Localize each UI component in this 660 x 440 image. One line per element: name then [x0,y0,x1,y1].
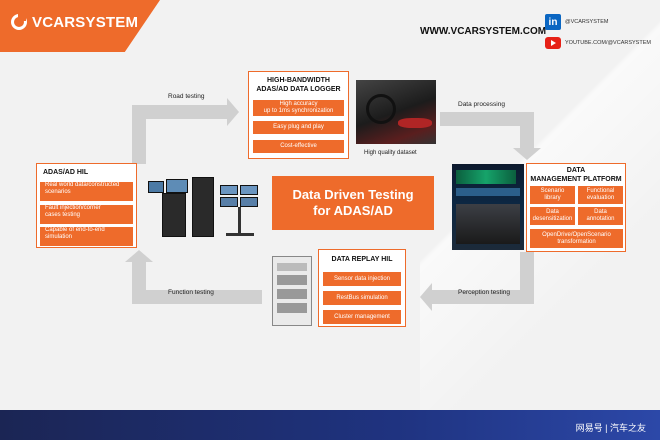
dmp-item-annotation: Data annotation [578,207,623,225]
dmp-box: DATA MANAGEMENT PLATFORM Scenario librar… [526,163,626,252]
data-logger-box: HIGH-BANDWIDTH ADAS/AD DATA LOGGER High … [248,71,349,159]
footer-watermark: 网易号 | 汽车之友 [575,423,646,433]
arrow-function-horizontal [132,290,262,304]
adas-hil-title: ADAS/AD HIL [43,169,89,176]
hil-item-realworld: Real world data/constructed scenarios [40,182,133,201]
dmp-item-scenario: Scenario library [530,186,575,204]
youtube-icon [545,37,561,49]
arrow-function-head [125,250,153,262]
arrow-perception-horizontal [432,290,534,304]
hil-item-fault: Fault injection/corner cases testing [40,205,133,224]
label-data-processing: Data processing [458,101,505,108]
arrow-road-vertical [132,112,146,164]
logger-item-plug: Easy plug and play [253,121,344,134]
youtube-handle: YOUTUBE.COM/@VCARSYSTEM [565,40,651,46]
arrow-function-vertical [132,262,146,304]
logger-item-cost: Cost-effective [253,140,344,153]
arrow-processing-horizontal [440,112,534,126]
youtube-row[interactable]: YOUTUBE.COM/@VCARSYSTEM [545,37,651,49]
center-title-banner: Data Driven Testing for ADAS/AD [272,176,434,230]
dmp-item-functional: Functional evaluation [578,186,623,204]
arrow-processing-vertical [520,112,534,152]
label-function-testing: Function testing [168,289,214,296]
dataset-caption: High quality dataset [364,150,417,156]
arrow-road-head [227,98,239,126]
label-perception-testing: Perception testing [458,289,511,296]
arrow-perception-vertical [520,252,534,302]
steering-wheel-icon [366,94,396,124]
website-link[interactable]: WWW.VCARSYSTEM.COM [420,26,547,37]
dmp-item-opendrive: OpenDrive/OpenScenario transformation [530,229,623,248]
arrow-road-horizontal [132,105,227,119]
brand-name: VCARSYSTEM [32,14,139,31]
brand-logo-icon [11,13,27,30]
replay-box: DATA REPLAY HIL Sensor data injection Re… [318,249,406,327]
linkedin-row[interactable]: in @VCARSYSTEM [545,14,608,30]
replay-title: DATA REPLAY HIL [331,256,393,263]
replay-item-restbus: RestBus simulation [323,291,401,305]
arrow-processing-head [513,148,541,160]
replay-item-sensor: Sensor data injection [323,272,401,286]
car-interior-photo [356,80,436,144]
hil-item-e2e: Capable of end-to-end simulation [40,227,133,246]
linkedin-handle: @VCARSYSTEM [565,19,609,25]
hil-rack-right [192,177,214,237]
footer-band [0,410,660,440]
replay-rack [272,256,312,326]
hil-equipment [142,175,264,239]
tail-light-glow [398,118,432,128]
adas-hil-box: ADAS/AD HIL Real world data/constructed … [36,163,137,248]
linkedin-icon: in [545,14,561,30]
arrow-perception-head [420,283,432,311]
data-logger-title: HIGH-BANDWIDTH ADAS/AD DATA LOGGER [256,77,341,93]
dmp-item-desensitization: Data desensitization [530,207,575,225]
label-road-testing: Road testing [168,93,205,100]
logger-item-accuracy: High accuracy up to 1ms synchronization [253,100,344,116]
hil-rack-left [162,193,186,237]
dmp-screenshot [452,164,524,250]
dmp-title: DATA MANAGEMENT PLATFORM [530,167,622,183]
replay-item-cluster: Cluster management [323,310,401,324]
